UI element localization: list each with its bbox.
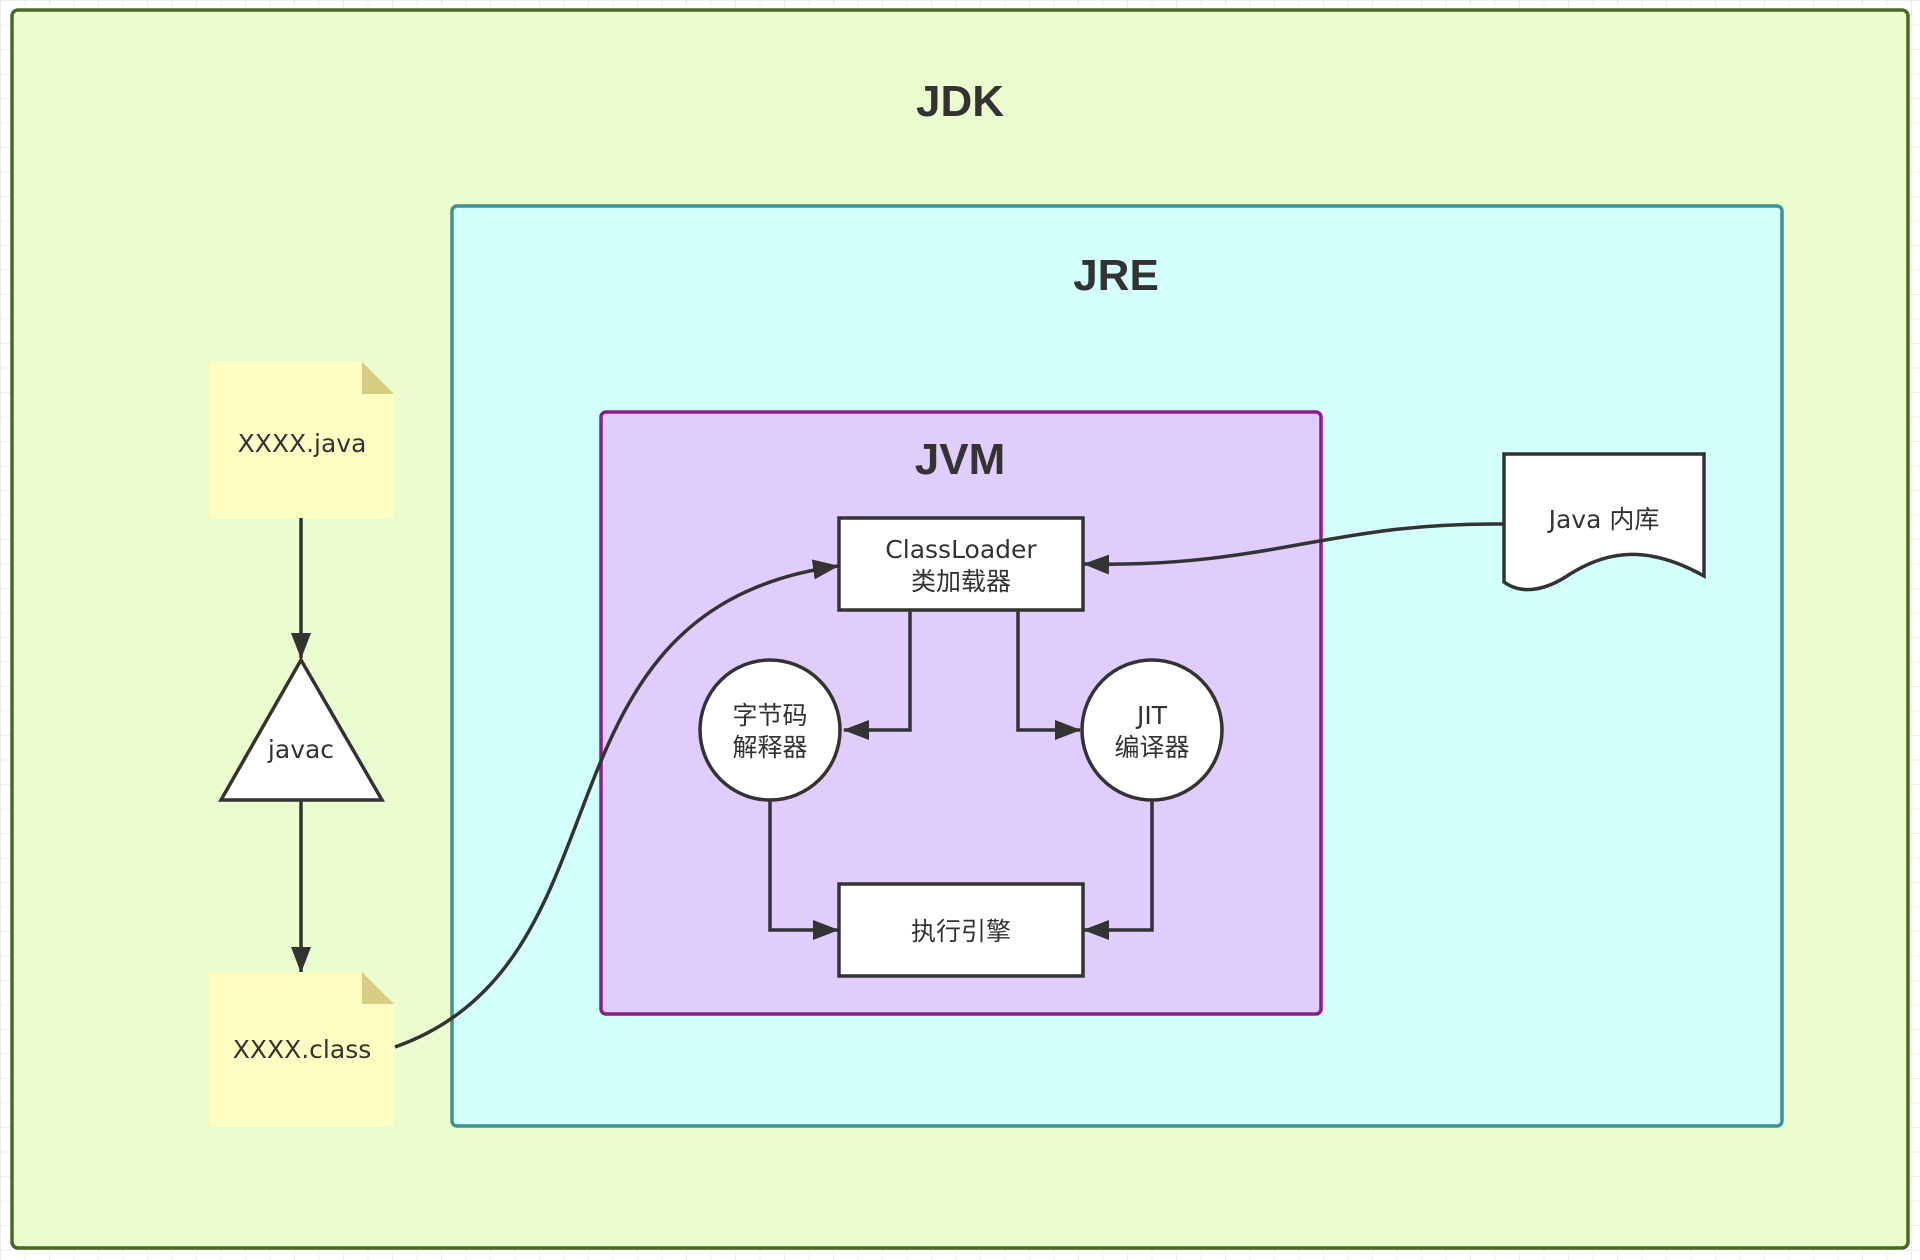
class-file-label: XXXX.class (233, 1035, 372, 1064)
source-file-note: XXXX.java (210, 362, 394, 518)
class-note-body (210, 972, 394, 1126)
java-lib-node: Java 内库 (1502, 452, 1706, 592)
edge-interpreter-to-engine (768, 800, 839, 940)
classloader-box (837, 516, 1085, 612)
jre-title: JRE (1073, 251, 1159, 300)
interpreter-circle (698, 658, 842, 802)
javac-label: javac (267, 735, 334, 764)
java-lib-document (1502, 452, 1706, 592)
class-file-note: XXXX.class (210, 972, 394, 1126)
jit-circle (1080, 658, 1224, 802)
source-note-body (210, 362, 394, 518)
class-note-fold (362, 972, 394, 1004)
classloader-label-line2: 类加载器 (911, 567, 1011, 596)
engine-node: 执行引擎 (837, 882, 1085, 978)
source-file-label: XXXX.java (238, 429, 367, 458)
jit-label-line2: 编译器 (1114, 733, 1189, 762)
engine-label: 执行引擎 (911, 917, 1011, 946)
edge-class-to-classloader (394, 559, 839, 1049)
jit-node: JIT 编译器 (1080, 658, 1224, 802)
interpreter-label-line2: 解释器 (732, 733, 807, 762)
edge-jit-to-engine (1083, 800, 1154, 940)
edges (291, 518, 1504, 1049)
interpreter-label-line1: 字节码 (732, 701, 807, 730)
edge-javalib-to-classloader (1083, 522, 1504, 575)
javac-triangle (217, 656, 386, 802)
javac-node: javac (217, 656, 386, 802)
interpreter-node: 字节码 解释器 (698, 658, 842, 802)
classloader-label-line1: ClassLoader (885, 535, 1037, 564)
jit-label-line1: JIT (1135, 701, 1168, 730)
jdk-title: JDK (916, 77, 1004, 126)
source-note-fold (362, 362, 394, 394)
jvm-title: JVM (915, 435, 1005, 484)
java-lib-label: Java 内库 (1547, 505, 1660, 534)
classloader-node: ClassLoader 类加载器 (837, 516, 1085, 612)
edge-classloader-to-jit (1016, 610, 1081, 740)
edge-classloader-to-interpreter (843, 610, 912, 740)
engine-box (837, 882, 1085, 978)
